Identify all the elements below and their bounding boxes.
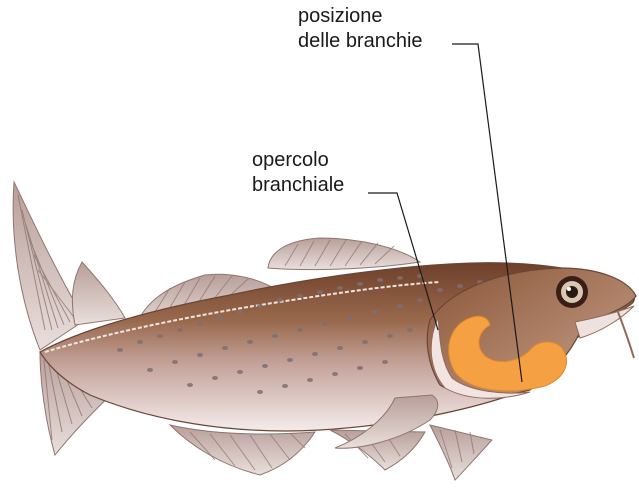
gills-position-label: posizione delle branchie xyxy=(298,4,423,54)
gills-label-line2: delle branchie xyxy=(298,29,423,54)
operculum-label-line1: opercolo xyxy=(252,148,344,173)
barbel xyxy=(618,312,634,358)
gills-label-line1: posizione xyxy=(298,4,423,29)
operculum-label-line2: branchiale xyxy=(252,173,344,198)
operculum-label: opercolo branchiale xyxy=(252,148,344,198)
ventral-fins xyxy=(170,425,492,480)
eye xyxy=(556,276,588,308)
